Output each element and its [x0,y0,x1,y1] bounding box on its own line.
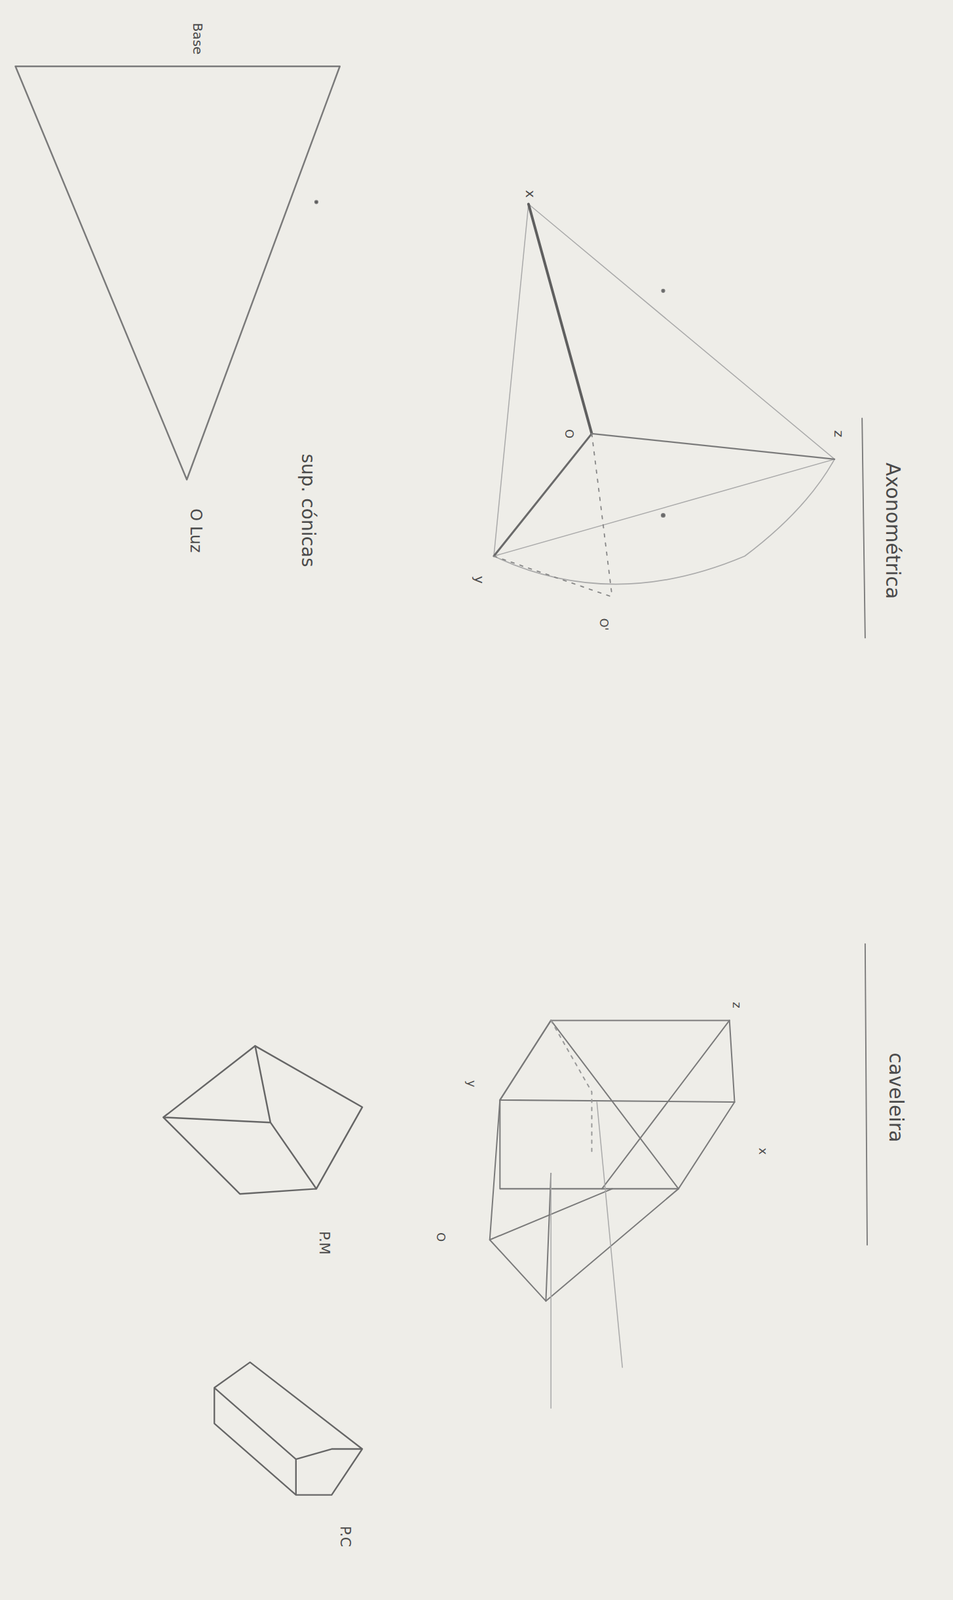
note: sup. cónicas [297,453,319,567]
axis-letter: x [522,189,539,198]
underline [865,943,868,1245]
heading: caveleira [884,1051,908,1142]
note: P.M [316,1230,333,1255]
underline [861,418,866,638]
note: Base [189,22,206,56]
axis-letter: z [831,430,847,438]
prism-pm [163,1045,363,1194]
axis-letter: x [756,1147,771,1155]
heading: Axonométrica [881,462,905,599]
axis-letter: O' [597,618,612,631]
axis-letter: O [562,429,577,439]
prism-pc [214,1361,363,1495]
axis-letter: y [464,1080,479,1088]
axonometric-figure [493,203,835,597]
cone-outline [15,66,340,480]
axis-letter: O [433,1232,448,1242]
axis-letter: y [471,575,488,584]
note: O Luz [186,508,206,553]
note: P.C [336,1524,354,1546]
dot [315,200,319,204]
axis-letter: z [729,1002,744,1009]
cavalier-figure [489,1019,735,1408]
